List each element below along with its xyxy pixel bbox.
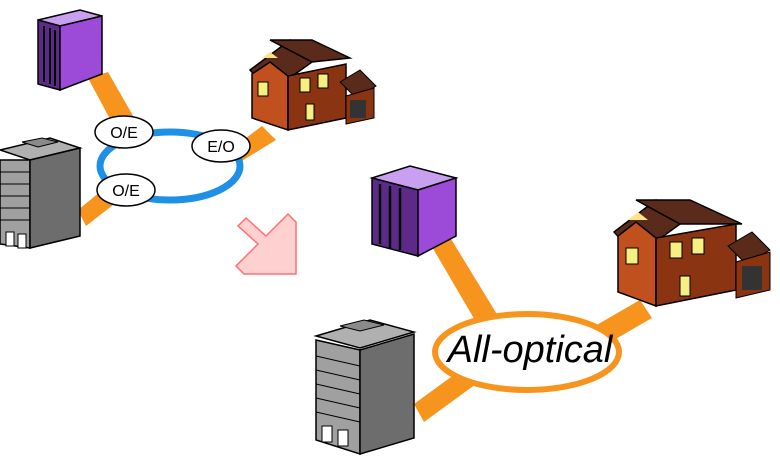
converter-label: O/E: [112, 183, 140, 200]
converter-label: E/O: [207, 139, 235, 156]
office-building-icon: [313, 319, 417, 456]
server-icon: [37, 9, 103, 92]
server-icon: [369, 165, 459, 258]
converter-oe-top: O/E: [94, 115, 154, 149]
all-optical-label: All-optical: [446, 329, 614, 371]
house-icon: [248, 39, 377, 132]
transition-arrow-icon: [234, 212, 297, 275]
electronic-ring: [96, 128, 244, 204]
optical-ring: [432, 311, 622, 393]
fiber-link-server: [428, 234, 498, 322]
converter-oe-bottom: O/E: [96, 173, 156, 207]
top-network: O/E E/O O/E: [0, 9, 377, 249]
converter-label: O/E: [110, 125, 138, 142]
office-building-icon: [0, 137, 83, 249]
bottom-network: All-optical: [313, 165, 771, 456]
house-icon: [612, 199, 771, 308]
converter-eo: E/O: [191, 129, 251, 163]
